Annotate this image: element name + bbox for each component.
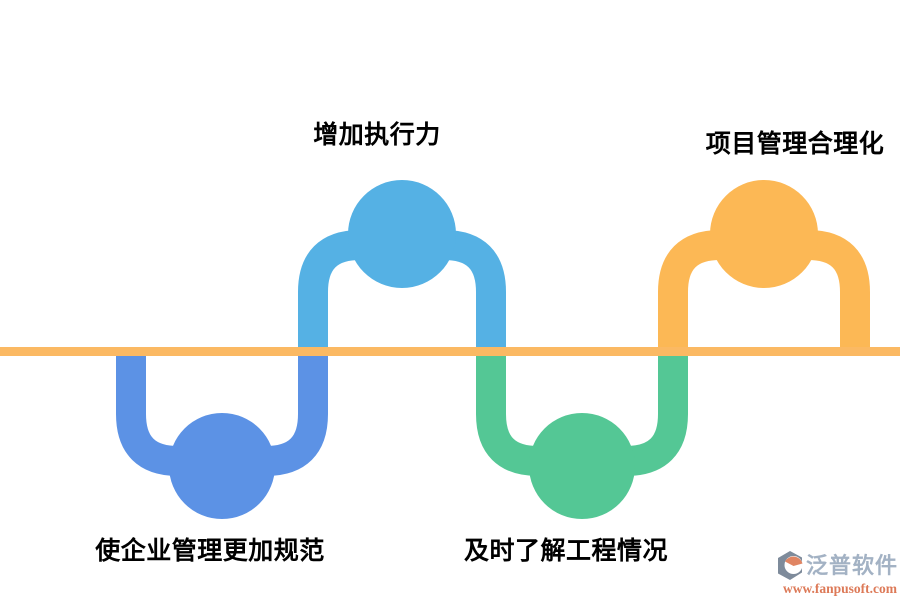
node-label-below-right: 及时了解工程情况 bbox=[463, 537, 669, 565]
node-circle-below-right bbox=[529, 413, 635, 519]
logo-name: 泛普软件 bbox=[805, 552, 898, 578]
node-label-above-left: 增加执行力 bbox=[313, 121, 441, 149]
logo: 泛普软件 www.fanpusoft.com bbox=[748, 551, 898, 597]
node-label-above-right: 项目管理合理化 bbox=[705, 130, 885, 158]
timeline-bar bbox=[0, 347, 900, 356]
node-circle-below-left bbox=[169, 413, 275, 519]
fanpu-gem-icon bbox=[777, 551, 803, 580]
node-circle-above-right bbox=[710, 180, 818, 288]
logo-url: www.fanpusoft.com bbox=[782, 581, 897, 596]
node-label-below-left: 使企业管理更加规范 bbox=[95, 537, 325, 565]
node-circle-above-left bbox=[348, 180, 456, 288]
